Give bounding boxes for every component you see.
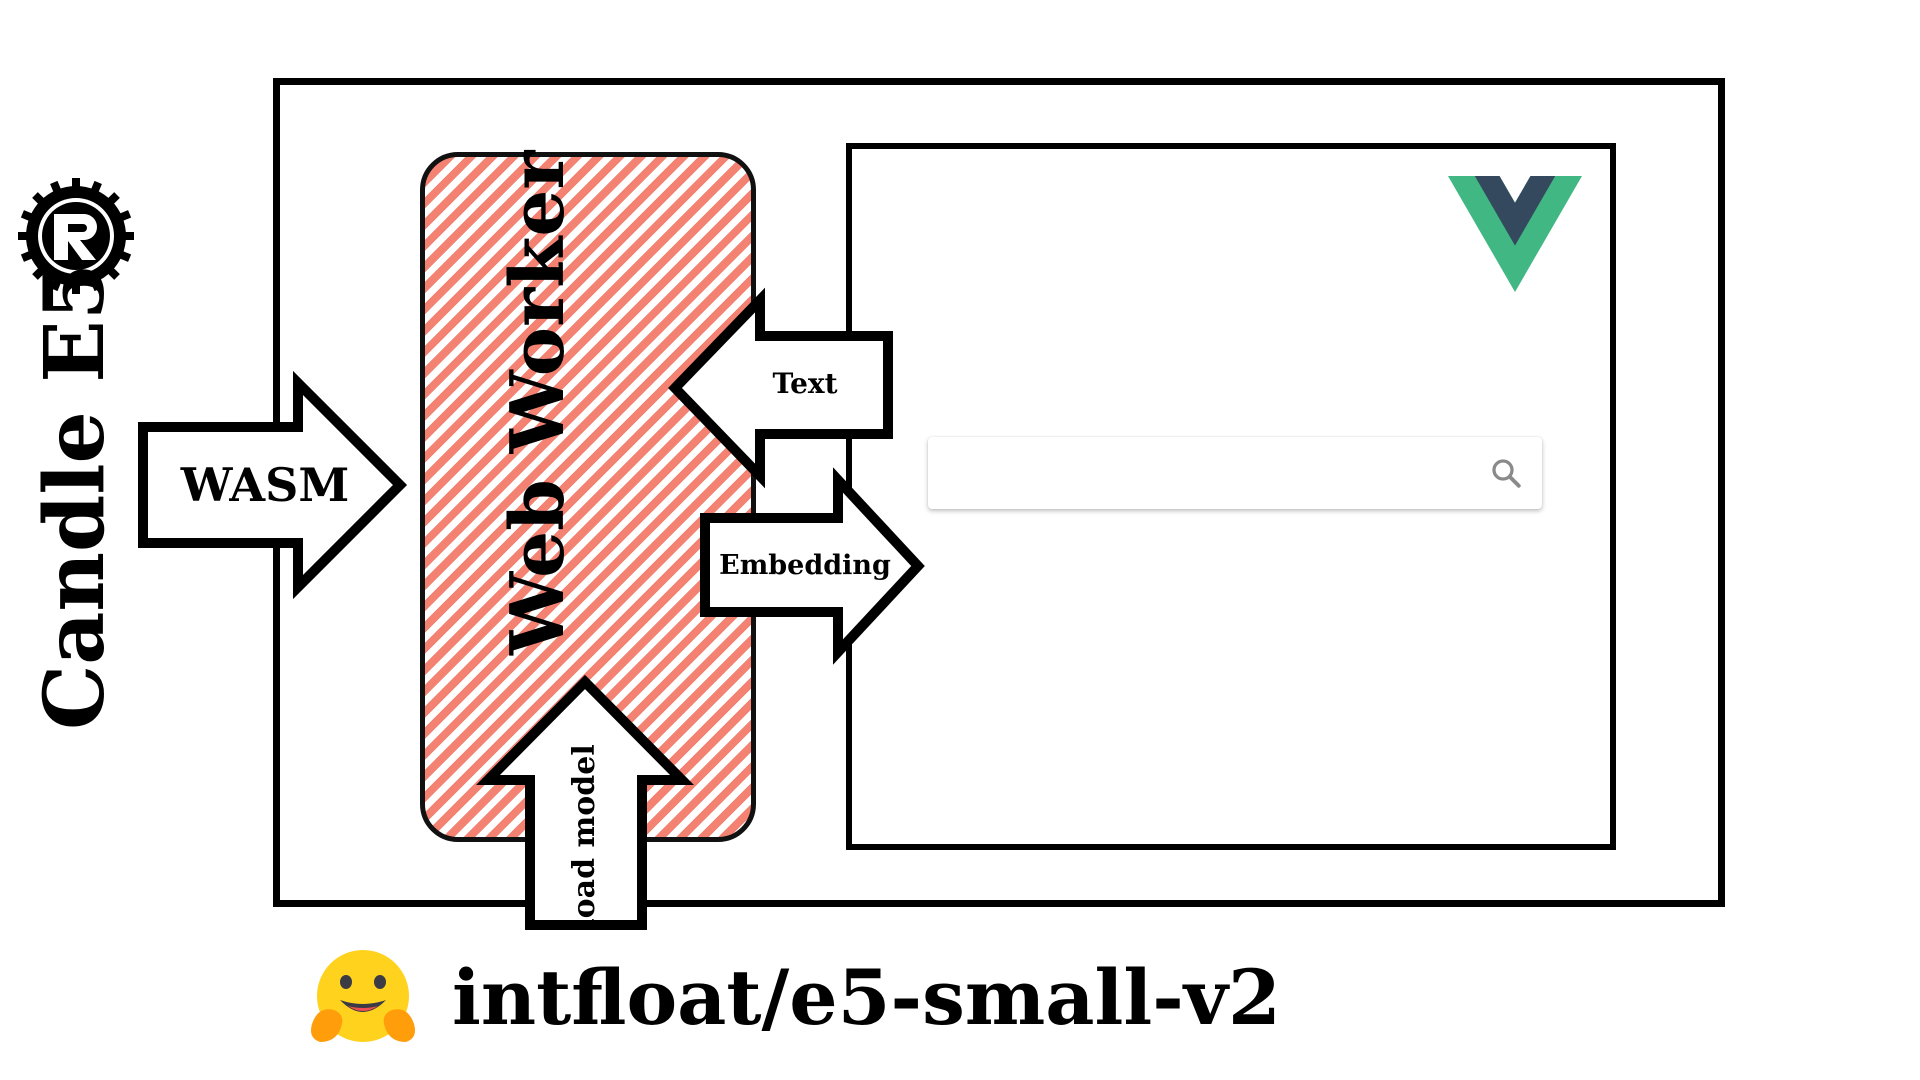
embedding-arrow (700, 467, 925, 665)
load-model-arrow (476, 674, 694, 930)
load-model-label: load model (567, 744, 602, 930)
rust-logo-icon (18, 178, 134, 294)
embedding-label: Embedding (719, 550, 891, 581)
vue-logo-icon (1448, 175, 1582, 293)
search-input[interactable] (944, 451, 1468, 497)
web-worker-label: Web Worker (495, 150, 581, 655)
text-arrow (668, 287, 893, 489)
model-name: intfloat/e5-small-v2 (452, 953, 1281, 1042)
wasm-label: WASM (180, 458, 350, 512)
candle-e5-title: Candle E5 (27, 263, 123, 730)
hugging-face-emoji-icon (311, 950, 415, 1042)
search-icon[interactable] (1488, 455, 1524, 491)
text-label: Text (772, 367, 838, 400)
search-bar[interactable] (928, 437, 1542, 509)
wasm-arrow (138, 370, 408, 600)
